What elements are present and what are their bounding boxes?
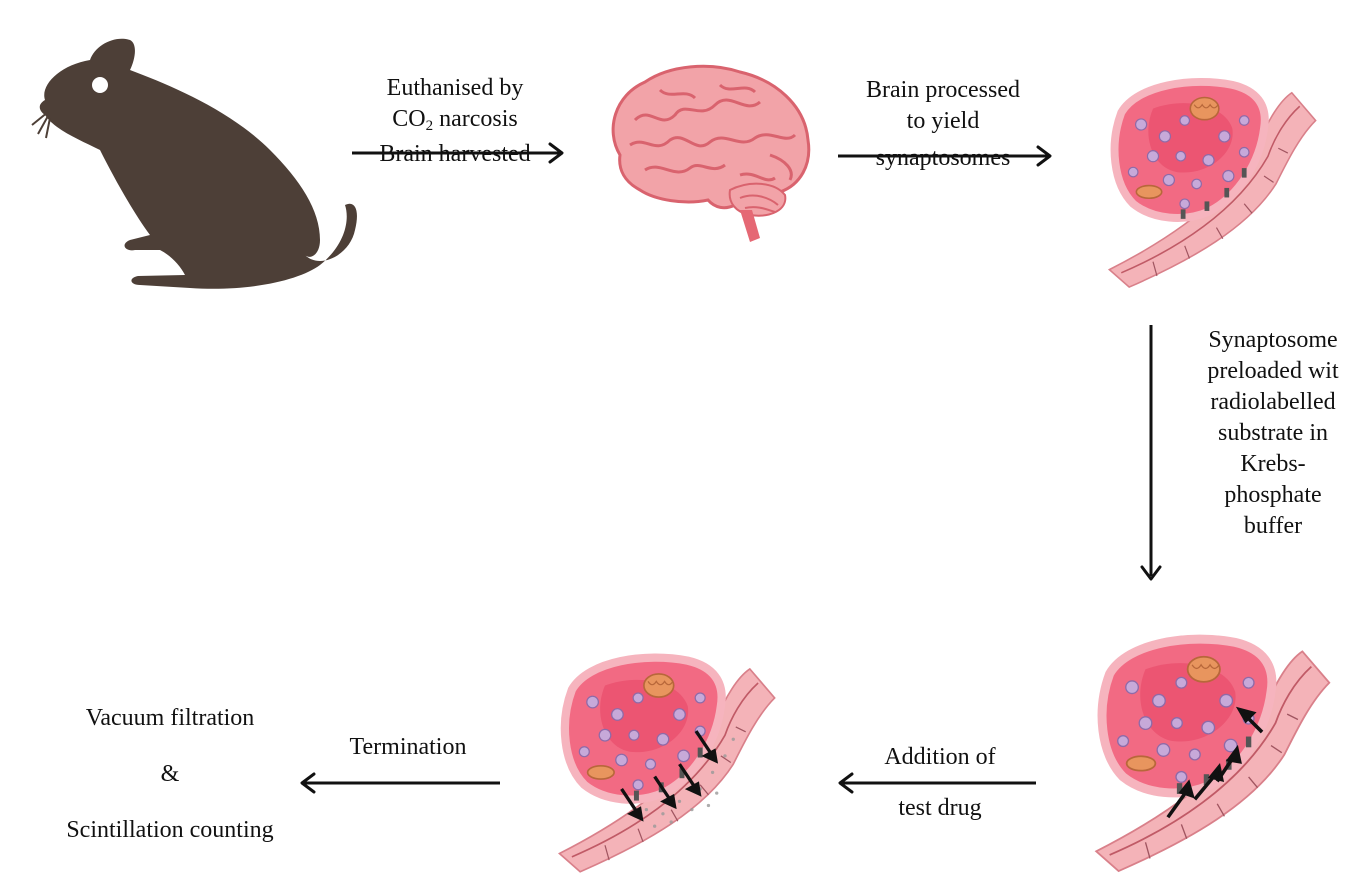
preload-line4: substrate in bbox=[1178, 418, 1351, 449]
final-line3: Scintillation counting bbox=[20, 815, 320, 846]
preload-line3: radiolabelled bbox=[1178, 387, 1351, 418]
label-euthanise: Euthanised by CO2 narcosis Brain harvest… bbox=[355, 73, 555, 170]
preload-line6: phosphate bbox=[1178, 480, 1351, 511]
label-addition: Addition of test drug bbox=[850, 742, 1030, 824]
process-line1: Brain processed bbox=[838, 75, 1048, 106]
euthanise-line1: Euthanised by bbox=[355, 73, 555, 104]
label-process: Brain processed to yield synaptosomes bbox=[838, 75, 1048, 174]
final-line1: Vacuum filtration bbox=[20, 703, 320, 734]
termination-line1: Termination bbox=[318, 732, 498, 763]
final-line2: & bbox=[20, 759, 320, 790]
preload-line1: Synaptosome bbox=[1178, 325, 1351, 356]
euthanise-line2: CO2 narcosis bbox=[355, 104, 555, 135]
process-line2: to yield bbox=[838, 106, 1048, 137]
process-line3: synaptosomes bbox=[838, 143, 1048, 174]
preload-line2: preloaded wit bbox=[1178, 356, 1351, 387]
label-preload: Synaptosome preloaded wit radiolabelled … bbox=[1178, 325, 1351, 542]
addition-line1: Addition of bbox=[850, 742, 1030, 773]
label-termination: Termination bbox=[318, 732, 498, 763]
preload-line7: buffer bbox=[1178, 511, 1351, 542]
preload-line5: Krebs- bbox=[1178, 449, 1351, 480]
label-final: Vacuum filtration & Scintillation counti… bbox=[20, 703, 320, 846]
euthanise-line3: Brain harvested bbox=[355, 139, 555, 170]
addition-line2: test drug bbox=[850, 793, 1030, 824]
